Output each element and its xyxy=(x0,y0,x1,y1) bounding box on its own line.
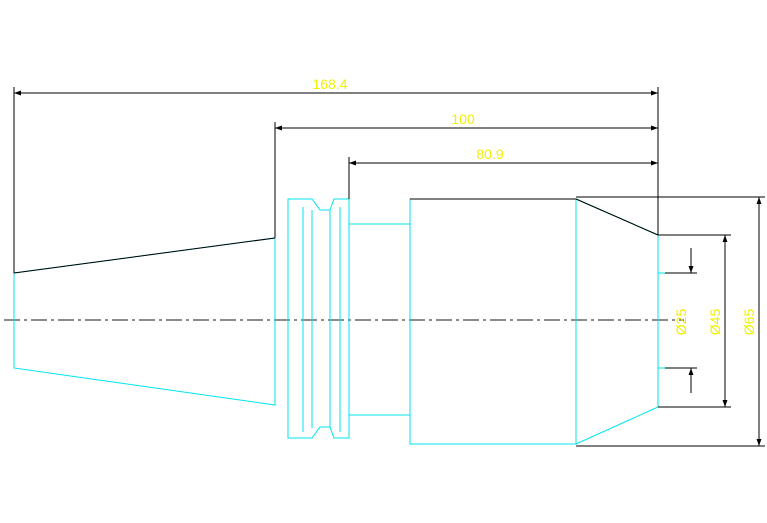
dim-body-length: 80.9 xyxy=(476,146,503,162)
dim-body-diameter: Ø65 xyxy=(741,309,757,336)
dim-total-length: 168.4 xyxy=(312,76,347,92)
taper-top-edge xyxy=(13,237,276,274)
bore-edges xyxy=(658,272,665,369)
dim-nose-diameter: Ø45 xyxy=(707,309,723,336)
main-body xyxy=(409,198,577,445)
taper-shank xyxy=(13,237,276,406)
flange-v-groove xyxy=(287,198,350,439)
dim-bore-diameter: Ø25 xyxy=(673,309,689,336)
nose-top-edge xyxy=(575,198,659,236)
nose-taper xyxy=(575,198,659,445)
neck-section xyxy=(349,199,411,444)
dim-gauge-length: 100 xyxy=(451,111,475,127)
